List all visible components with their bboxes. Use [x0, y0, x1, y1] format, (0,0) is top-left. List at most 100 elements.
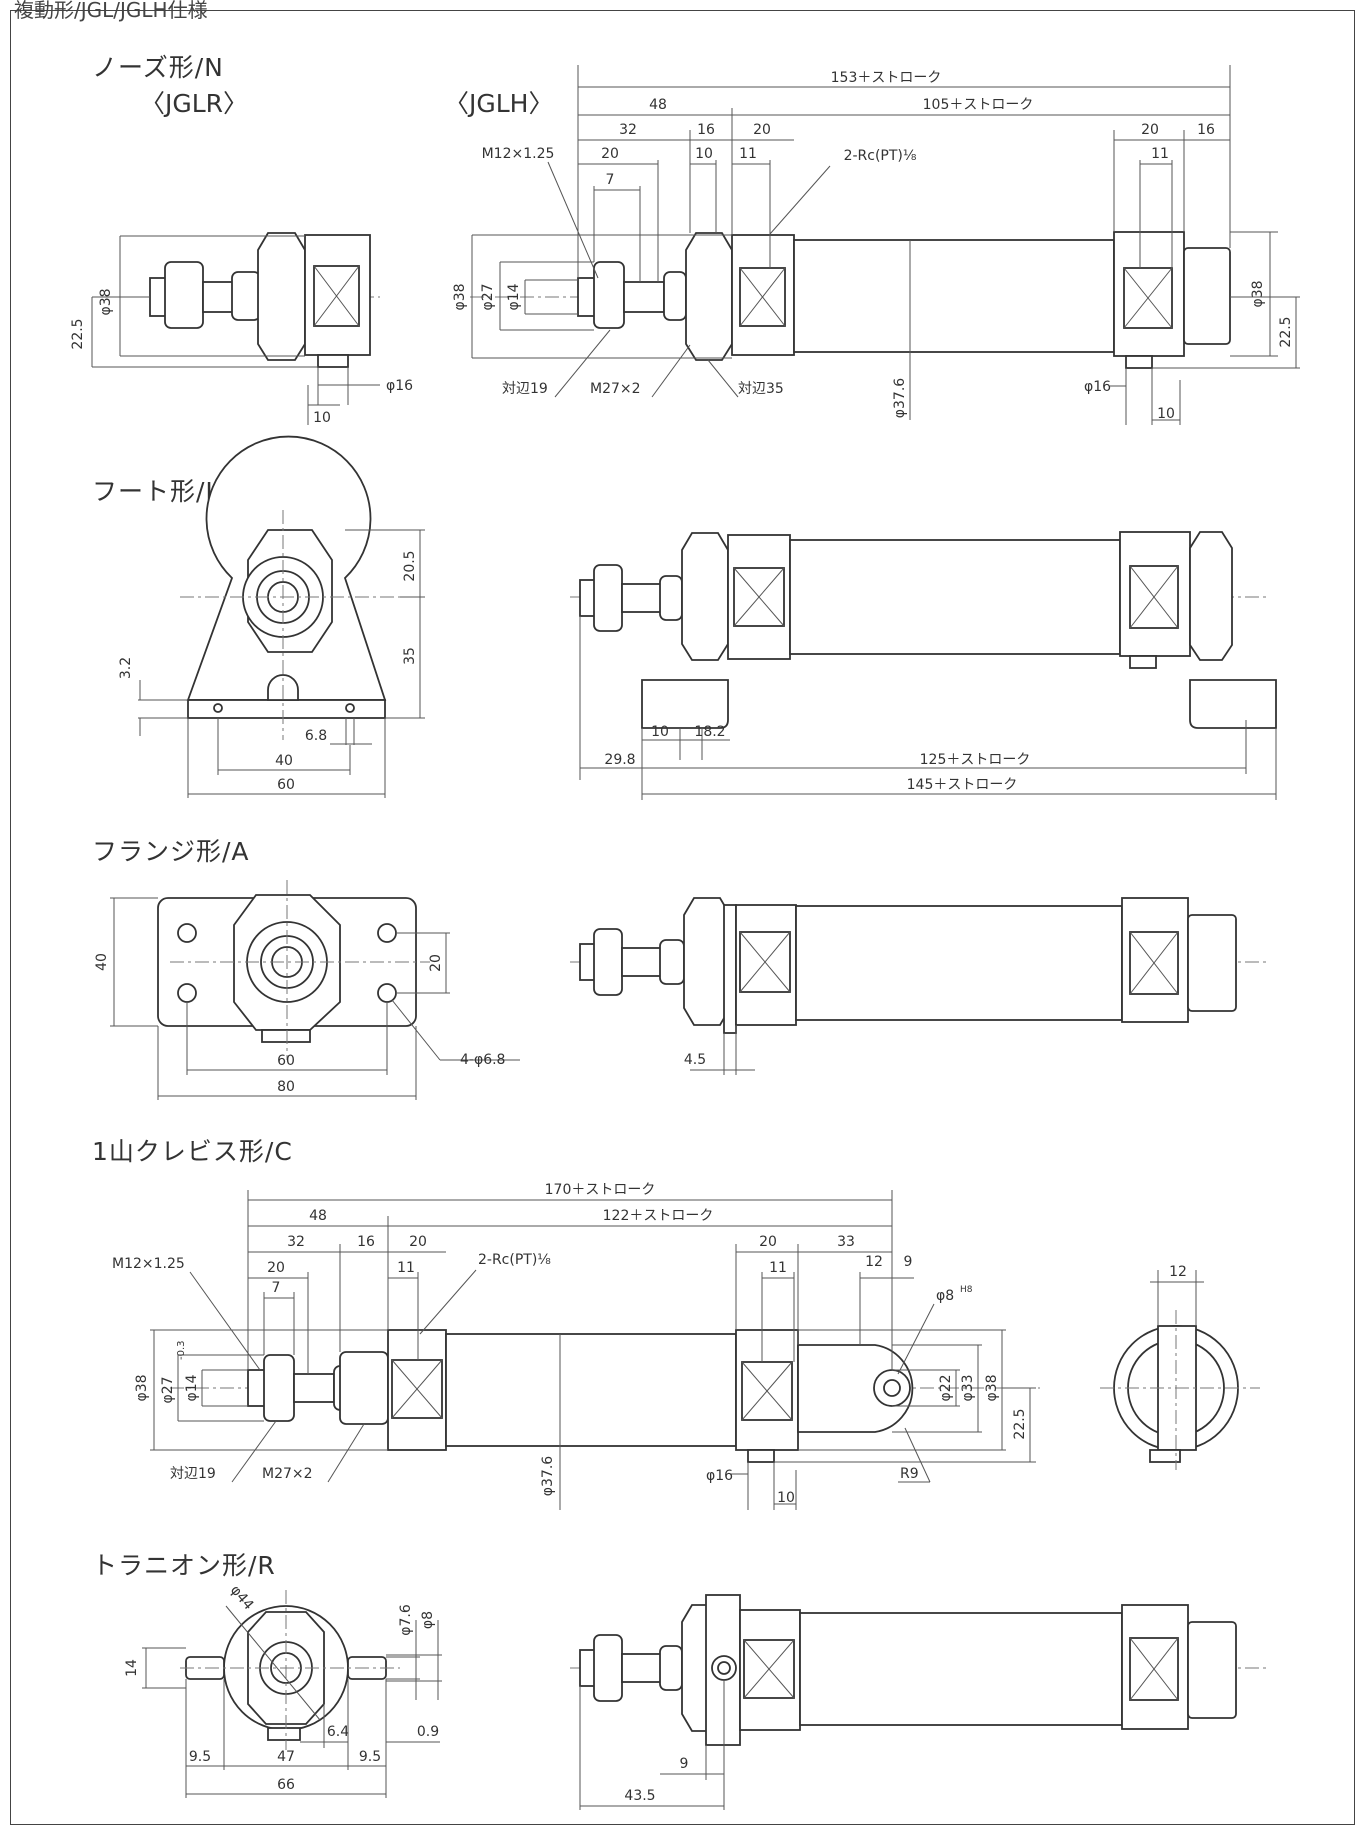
- head-cover: [387, 1329, 447, 1451]
- dim-4-phi6.8: 4-φ6.8: [460, 1052, 505, 1068]
- cylinder-tube: [789, 539, 1121, 655]
- head-cover: [735, 904, 797, 1026]
- cylinder-tube: [793, 239, 1115, 353]
- cylinder-tube: [795, 905, 1123, 1021]
- dim-145-stroke: 145＋ストローク: [907, 777, 1018, 793]
- foot-main-view: 10 18.2 29.8 125＋ストローク 145＋ストローク: [570, 531, 1277, 800]
- dim-phi16: φ16: [706, 1468, 733, 1484]
- dim-l-22.5: 22.5: [70, 318, 86, 349]
- rod: [293, 1373, 335, 1403]
- dim-60: 60: [277, 777, 295, 793]
- dim-40: 40: [275, 753, 293, 769]
- dim-m27: M27×2: [590, 381, 641, 397]
- dim-9.5-left: 9.5: [189, 1749, 211, 1765]
- dim-phi44: φ44: [227, 1582, 257, 1613]
- clevis-pin-hole: [873, 1369, 911, 1407]
- bolt-hole: [177, 923, 197, 943]
- trunnion-type-title: トラニオン形/R: [92, 1551, 276, 1580]
- dim-20.5: 20.5: [402, 550, 418, 581]
- nose-boss: [231, 271, 261, 321]
- rear-port: [1125, 355, 1153, 369]
- dim-hex19: 対辺19: [502, 381, 548, 397]
- dim-47: 47: [277, 1749, 295, 1765]
- nose-right-variant: 〈JGLH〉: [444, 89, 554, 118]
- dim-0.9: 0.9: [417, 1724, 439, 1740]
- dim-10: 10: [695, 146, 713, 162]
- dim-20b: 20: [759, 1234, 777, 1250]
- flange-end-view: 40 20 60 80 4-φ6.8: [94, 880, 520, 1100]
- foot-end-view: 20.5 35 3.2 6.8 40 60: [118, 435, 425, 798]
- nose-boss: [339, 1351, 389, 1425]
- head-flat: [739, 267, 786, 327]
- dim-phi38-right: φ38: [984, 1374, 1000, 1401]
- dim-phi27-tolerance: -0.3: [176, 1340, 187, 1360]
- dim-phi14: φ14: [184, 1374, 200, 1401]
- head-cover: [731, 234, 795, 356]
- dim-33: 33: [837, 1234, 855, 1250]
- dim-29.8: 29.8: [604, 752, 635, 768]
- dim-11: 11: [397, 1260, 415, 1276]
- dim-phi38: φ38: [452, 283, 468, 310]
- dim-20b: 20: [1141, 122, 1159, 138]
- port-boss: [317, 354, 349, 368]
- rod-nut: [164, 261, 204, 329]
- clevis-type-title: 1山クレビス形/C: [92, 1137, 293, 1166]
- rear-flat: [1123, 267, 1173, 329]
- dim-phi37.6: φ37.6: [892, 378, 908, 419]
- dim-16b: 16: [1197, 122, 1215, 138]
- dim-phi38: φ38: [134, 1374, 150, 1401]
- nose-side-view: φ38 22.5 φ16 10: [70, 232, 413, 426]
- dim-hex19: 対辺19: [170, 1466, 216, 1482]
- mount-nut: [683, 897, 731, 1026]
- dim-20c: 20: [601, 146, 619, 162]
- mount-nut: [685, 232, 733, 361]
- sheet-header: 複動形/JGL/JGLH仕様: [14, 0, 208, 22]
- dim-32: 32: [287, 1234, 305, 1250]
- rod: [621, 583, 663, 613]
- rear-cover: [735, 1329, 799, 1451]
- dim-10: 10: [777, 1490, 795, 1506]
- dim-phi27: φ27: [160, 1376, 176, 1403]
- dim-22.5: 22.5: [1012, 1408, 1028, 1439]
- cylinder-tube: [445, 1333, 737, 1447]
- dim-port: 2-Rc(PT)⅛: [844, 148, 917, 164]
- dim-32: 32: [619, 122, 637, 138]
- rod-nut: [263, 1354, 295, 1422]
- dim-l-phi16: φ16: [386, 378, 413, 394]
- nose-main-view: 153＋ストローク 48 105＋ストローク 32 16 20 20 16 11…: [452, 65, 1300, 425]
- dim-11b: 11: [769, 1260, 787, 1276]
- dim-18.2: 18.2: [694, 724, 725, 740]
- dim-20: 20: [409, 1234, 427, 1250]
- rear-cover: [1121, 897, 1189, 1023]
- dim-43.5: 43.5: [624, 1788, 655, 1804]
- dim-48: 48: [649, 97, 667, 113]
- rear-foot: [1189, 679, 1277, 729]
- cylinder-tube: [799, 1612, 1123, 1726]
- dim-thread: M12×1.25: [482, 146, 555, 162]
- dim-7: 7: [272, 1280, 281, 1296]
- front-foot: [641, 679, 729, 729]
- dim-R9: R9: [900, 1466, 919, 1482]
- rod-nut: [593, 928, 623, 996]
- dim-phi14: φ14: [506, 283, 522, 310]
- dim-phi8-tolerance: H8: [960, 1285, 973, 1295]
- dim-7: 7: [606, 172, 615, 188]
- rod-nut: [593, 1634, 623, 1702]
- clevis-eye: [797, 1344, 914, 1433]
- dim-thread: M12×1.25: [112, 1256, 185, 1272]
- dim-l-phi38: φ38: [98, 288, 114, 315]
- dim-m27: M27×2: [262, 1466, 313, 1482]
- dim-170-stroke: 170＋ストローク: [545, 1182, 656, 1198]
- trunnion-main-view: 9 43.5: [570, 1594, 1270, 1810]
- clevis-end-view: 12: [1100, 1264, 1260, 1470]
- dim-total-length: 153＋ストローク: [831, 70, 942, 86]
- nose-boss: [659, 575, 683, 621]
- rod: [202, 281, 234, 313]
- dim-11b: 11: [1151, 146, 1169, 162]
- dim-l-10: 10: [313, 410, 331, 426]
- rear-nut: [1189, 531, 1233, 661]
- dim-20: 20: [753, 122, 771, 138]
- flange-type-title: フランジ形/A: [92, 837, 250, 866]
- dim-foot-10: 10: [651, 724, 669, 740]
- dim-14: 14: [124, 1659, 140, 1677]
